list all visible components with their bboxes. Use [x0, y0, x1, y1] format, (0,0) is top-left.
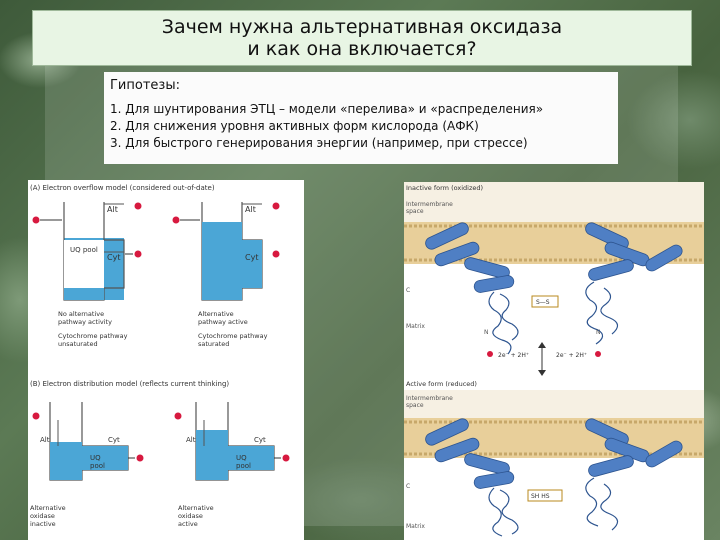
hypothesis-2: 2. Для снижения уровня активных форм кис…: [110, 118, 612, 135]
cyt-label-b1: Cyt: [108, 436, 120, 444]
electron-models-figure: (A) Electron overflow model (considered …: [28, 180, 304, 540]
coils-bottom: [489, 478, 618, 536]
coils-top: [489, 282, 618, 354]
b2-caption-1: Alternative: [178, 504, 214, 512]
aox-structure-svg: Inactive form (oxidized) Inactive form (…: [404, 182, 704, 540]
b1-caption-2: oxidase: [30, 512, 55, 520]
electron-icon: [273, 251, 280, 258]
coil-icon: [500, 294, 518, 340]
coil-icon: [601, 288, 618, 334]
hypothesis-1: 1. Для шунтирования ЭТЦ – модели «перели…: [110, 101, 612, 118]
hypothesis-3: 3. Для быстрого генерирования энергии (н…: [110, 135, 612, 152]
alt-label-a1: Alt: [107, 205, 118, 214]
electron-icon: [135, 251, 142, 258]
cyt-label-a2: Cyt: [245, 253, 258, 262]
slide-title: Зачем нужна альтернативная оксидаза и ка…: [32, 10, 692, 66]
water-level: [242, 240, 262, 288]
matrix-label-bottom: Matrix: [406, 523, 425, 530]
coil-icon: [586, 478, 598, 526]
overflow-vessel-saturated: [202, 202, 262, 300]
electron-icon: [595, 351, 601, 357]
a2-caption-2: pathway active: [198, 318, 248, 326]
panel-a-title: (A) Electron overflow model (considered …: [30, 184, 215, 192]
water-level: [202, 222, 242, 300]
c-label-top: C: [406, 287, 410, 294]
electron-icon: [33, 413, 40, 420]
electron-icon: [273, 203, 280, 210]
hypotheses-heading: Гипотезы:: [110, 78, 612, 93]
ims-label-top-1: Intermembrane: [406, 201, 453, 208]
electron-icon: [173, 217, 180, 224]
pool-label-b1: pool: [90, 462, 105, 470]
water-bottom: [64, 288, 104, 300]
electron-models-svg: (A) Electron overflow model (considered …: [28, 180, 304, 540]
electron-icon: [175, 413, 182, 420]
a1-caption-3: Cytochrome pathway: [58, 332, 128, 340]
hypotheses-box: Гипотезы: 1. Для шунтирования ЭТЦ – моде…: [104, 72, 618, 164]
n-label-top-1: N: [484, 329, 489, 336]
water-level: [228, 446, 274, 470]
alt-label-b1: Alt: [40, 436, 50, 444]
uq-label-b2: UQ: [236, 454, 247, 462]
arrow-up-icon: [538, 342, 546, 348]
matrix-label-top: Matrix: [406, 323, 425, 330]
water-level: [82, 446, 128, 470]
helix-icon: [473, 471, 514, 490]
helix-icon: [473, 275, 514, 294]
uq-label-b1: UQ: [90, 454, 101, 462]
title-line-2: и как она включается?: [33, 38, 691, 60]
a2-caption-3: Cytochrome pathway: [198, 332, 268, 340]
arrow-down-icon: [538, 370, 546, 376]
electron-icon: [135, 203, 142, 210]
ims-label-bottom-2: space: [406, 402, 424, 409]
a2-caption-4: saturated: [198, 340, 229, 348]
reaction-right: 2e⁻ + 2H⁺: [556, 352, 587, 359]
electron-icon: [137, 455, 144, 462]
a1-caption-2: pathway activity: [58, 318, 112, 326]
aox-structure-figure: Inactive form (oxidized) Inactive form (…: [404, 182, 704, 540]
a1-caption-4: unsaturated: [58, 340, 98, 348]
cyt-label-a1: Cyt: [107, 253, 120, 262]
ss-bond-label: S—S: [536, 299, 550, 306]
uq-pool-label-a1: UQ pool: [70, 246, 98, 254]
a1-caption-1: No alternative: [58, 310, 104, 318]
panel-b-title: (B) Electron distribution model (reflect…: [30, 380, 229, 388]
water-level: [196, 430, 228, 480]
b1-caption-1: Alternative: [30, 504, 66, 512]
ims-label-bottom-1: Intermembrane: [406, 395, 453, 402]
inactive-form-title-overlay: Inactive form (oxidized): [406, 184, 483, 192]
c-label-bottom: C: [406, 483, 410, 490]
electron-icon: [33, 217, 40, 224]
alt-label-a2: Alt: [245, 205, 256, 214]
b2-caption-3: active: [178, 520, 198, 528]
coil-icon: [500, 490, 518, 534]
a2-caption-1: Alternative: [198, 310, 234, 318]
b1-caption-3: inactive: [30, 520, 56, 528]
electron-icon: [487, 351, 493, 357]
cyt-label-b2: Cyt: [254, 436, 266, 444]
pool-label-b2: pool: [236, 462, 251, 470]
title-line-1: Зачем нужна альтернативная оксидаза: [33, 16, 691, 38]
coil-icon: [489, 488, 502, 536]
coil-icon: [489, 292, 511, 354]
b2-caption-2: oxidase: [178, 512, 203, 520]
electron-icon: [283, 455, 290, 462]
reaction-left: 2e⁻ + 2H⁺: [498, 352, 529, 359]
active-form-title: Active form (reduced): [406, 380, 477, 388]
sh-group-label: SH HS: [531, 493, 550, 500]
coil-icon: [601, 484, 618, 530]
alt-label-b2: Alt: [186, 436, 196, 444]
water-level: [50, 442, 82, 480]
ims-label-top-2: space: [406, 208, 424, 215]
n-label-top-2: N: [596, 329, 601, 336]
